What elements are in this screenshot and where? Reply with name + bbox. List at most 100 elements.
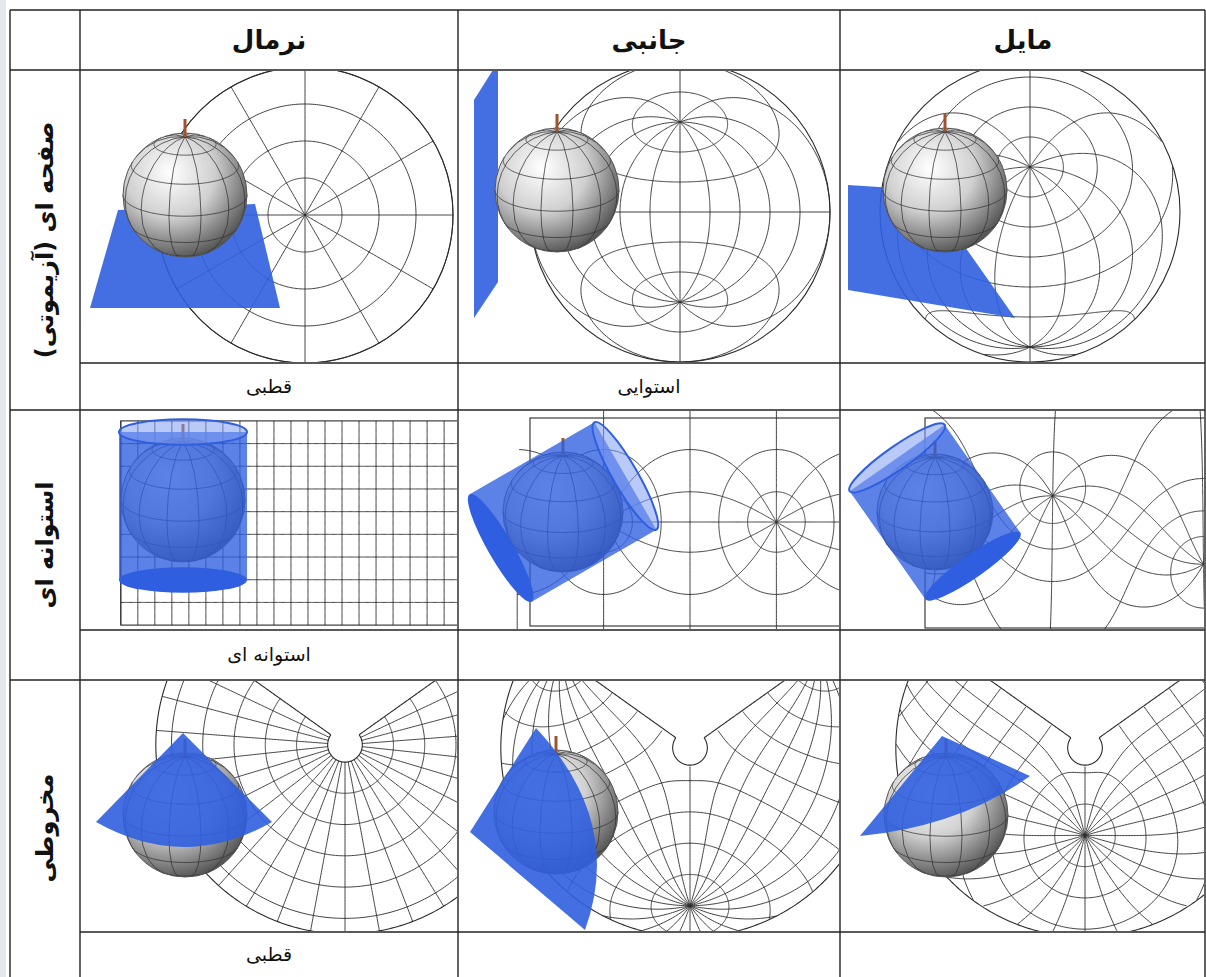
graticule-line — [718, 730, 839, 811]
row-header: صفحه ای (آزیموتی) — [30, 122, 60, 359]
graticule-line — [290, 421, 291, 625]
graticule-line — [581, 242, 779, 362]
graticule-line — [719, 450, 834, 595]
table-grid — [10, 10, 1205, 977]
graticule-line — [632, 92, 727, 152]
graticule-line — [662, 906, 690, 931]
cylinder-body — [470, 422, 657, 601]
table-rule — [10, 69, 1205, 70]
globe-axis — [556, 114, 559, 132]
globe-body — [883, 128, 1007, 252]
map-outline — [191, 681, 331, 735]
table-rule — [10, 679, 1205, 680]
cell-label: استوانه ای — [227, 643, 311, 667]
map-outline — [536, 681, 676, 738]
cylinder-body — [119, 432, 247, 580]
graticule-line — [234, 681, 456, 856]
graticule-line — [359, 421, 360, 625]
graticule-line — [410, 421, 411, 625]
map-outline — [931, 681, 1071, 738]
globe-axis — [184, 119, 187, 137]
globe — [123, 119, 247, 257]
graticule-line — [643, 906, 690, 930]
map-outline — [1099, 681, 1204, 738]
graticule-line — [1085, 835, 1204, 879]
map-outline — [328, 735, 363, 762]
graticule-line — [427, 421, 428, 625]
graticule-line — [277, 761, 339, 922]
graticule-line — [651, 874, 729, 931]
graticule-line — [1052, 835, 1085, 931]
graticule-line — [1053, 455, 1204, 564]
table-rule — [839, 10, 840, 977]
graticule-line — [632, 272, 727, 332]
graticule-line — [748, 492, 806, 552]
graticule-line — [768, 693, 839, 727]
graticule-line — [1055, 804, 1116, 867]
cell-label: قطبی — [246, 375, 292, 399]
graticule-line — [376, 421, 377, 625]
cell-label: قطبی — [246, 943, 292, 967]
cylinder-surface — [843, 415, 1027, 609]
graticule-line — [690, 906, 718, 931]
graticule-line — [1030, 153, 1162, 348]
graticule-line — [690, 843, 770, 919]
cylinder-end — [459, 488, 542, 608]
graticule-line — [1085, 767, 1086, 836]
globe-outline — [123, 133, 247, 257]
graticule-line — [1030, 113, 1162, 167]
projection-cell — [470, 681, 839, 931]
globe — [495, 114, 619, 252]
graticule-line — [899, 681, 950, 716]
graticule-line — [1085, 835, 1187, 905]
graticule-line — [345, 762, 346, 931]
projection-cell — [90, 71, 453, 362]
graticule-line — [1144, 707, 1204, 900]
table-rule — [10, 409, 1205, 410]
graticule-line — [1195, 681, 1204, 783]
projection-cell — [843, 411, 1204, 629]
graticule-line — [528, 681, 587, 691]
graticule-line — [1053, 486, 1204, 564]
graticule-line — [504, 693, 612, 727]
graticule-line — [992, 725, 1178, 929]
graticule-line — [1053, 496, 1204, 575]
map-outline — [1068, 738, 1103, 765]
graticule-line — [503, 681, 560, 719]
graticule-line — [361, 681, 457, 737]
table-rule — [9, 10, 10, 977]
graticule-line — [1020, 452, 1086, 524]
graticule-line — [690, 681, 818, 906]
graticule-line — [273, 421, 274, 625]
graticule-line — [743, 711, 839, 765]
graticule-line — [690, 681, 839, 909]
graticule-line — [311, 762, 342, 931]
globe-graticule — [495, 128, 619, 251]
table-rule — [80, 931, 1205, 932]
graticule-line — [162, 696, 328, 740]
map-outline — [359, 681, 457, 735]
graticule-line — [690, 681, 831, 906]
graticule-line — [1024, 772, 1146, 898]
map-outline — [704, 681, 839, 738]
graticule-line — [203, 681, 457, 887]
graticule-line — [393, 421, 394, 625]
globe-body — [495, 128, 619, 252]
projection-cone — [470, 728, 597, 930]
projection-cell — [860, 681, 1204, 931]
graticule-line — [297, 717, 394, 793]
graticule-line — [1085, 835, 1118, 931]
projection-plane — [474, 71, 498, 318]
table-rule — [80, 629, 1205, 630]
graticule-line — [690, 781, 839, 855]
projection-cone — [860, 736, 1030, 836]
graticule-line — [604, 906, 690, 919]
graticule-line — [362, 696, 457, 740]
graticule-line — [265, 699, 424, 825]
graticule-line — [1030, 347, 1031, 362]
cylinder-end — [919, 523, 1027, 609]
graticule-line — [690, 681, 821, 906]
cylinder-end — [843, 415, 951, 501]
